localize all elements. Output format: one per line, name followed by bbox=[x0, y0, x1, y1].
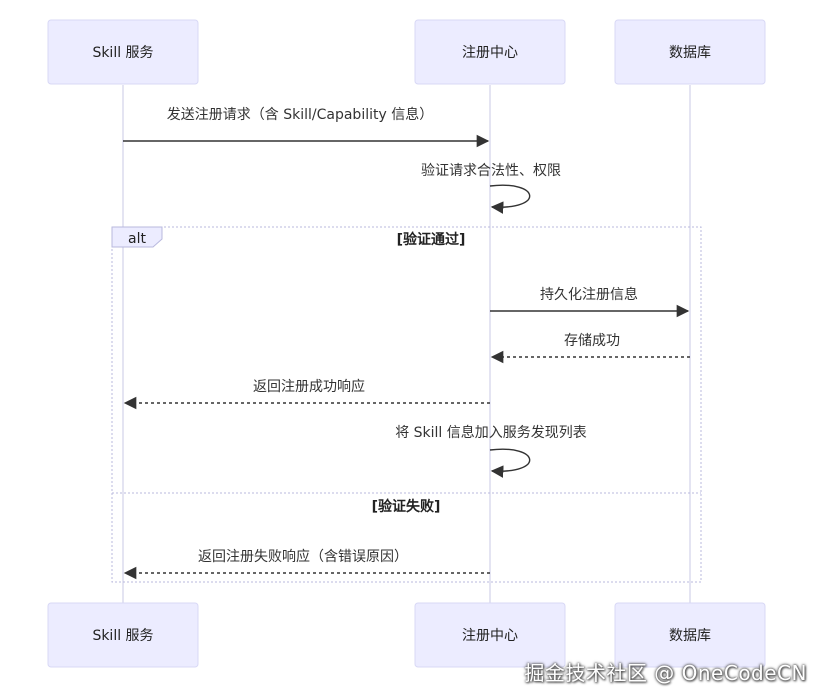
actor-db-top-label: 数据库 bbox=[669, 45, 711, 61]
actor-skill-top: Skill 服务 bbox=[47, 19, 199, 85]
message-label-return-success: 返回注册成功响应 bbox=[253, 378, 365, 395]
guard-success: [验证通过] bbox=[397, 231, 466, 248]
actor-db-bottom: 数据库 bbox=[614, 602, 766, 668]
actor-skill-top-label: Skill 服务 bbox=[92, 45, 153, 61]
actor-registry-bottom-label: 注册中心 bbox=[462, 628, 518, 644]
actor-db-top: 数据库 bbox=[614, 19, 766, 85]
actor-db-bottom-label: 数据库 bbox=[669, 628, 711, 644]
guard-failure: [验证失败] bbox=[372, 498, 441, 515]
message-label-validate: 验证请求合法性、权限 bbox=[421, 163, 561, 179]
actor-skill-bottom: Skill 服务 bbox=[47, 602, 199, 668]
message-label-store-success: 存储成功 bbox=[564, 333, 620, 349]
message-label-add-discovery: 将 Skill 信息加入服务发现列表 bbox=[395, 424, 587, 441]
watermark: 掘金技术社区 @ OneCodeCN bbox=[524, 661, 807, 685]
actor-registry-top-label: 注册中心 bbox=[462, 45, 518, 61]
actor-skill-bottom-label: Skill 服务 bbox=[92, 628, 153, 644]
alt-frame bbox=[111, 226, 702, 583]
alt-frame-tag-label: alt bbox=[128, 231, 146, 247]
actor-registry-top: 注册中心 bbox=[414, 19, 566, 85]
message-arrow-add-discovery-loop bbox=[489, 448, 531, 478]
message-label-return-failure: 返回注册失败响应（含错误原因） bbox=[198, 548, 408, 565]
message-label-send-register: 发送注册请求（含 Skill/Capability 信息） bbox=[167, 106, 433, 123]
actor-registry-bottom: 注册中心 bbox=[414, 602, 566, 668]
alt-frame-tag bbox=[111, 226, 163, 248]
message-arrow-validate-loop bbox=[489, 184, 531, 214]
message-label-persist: 持久化注册信息 bbox=[540, 286, 638, 303]
